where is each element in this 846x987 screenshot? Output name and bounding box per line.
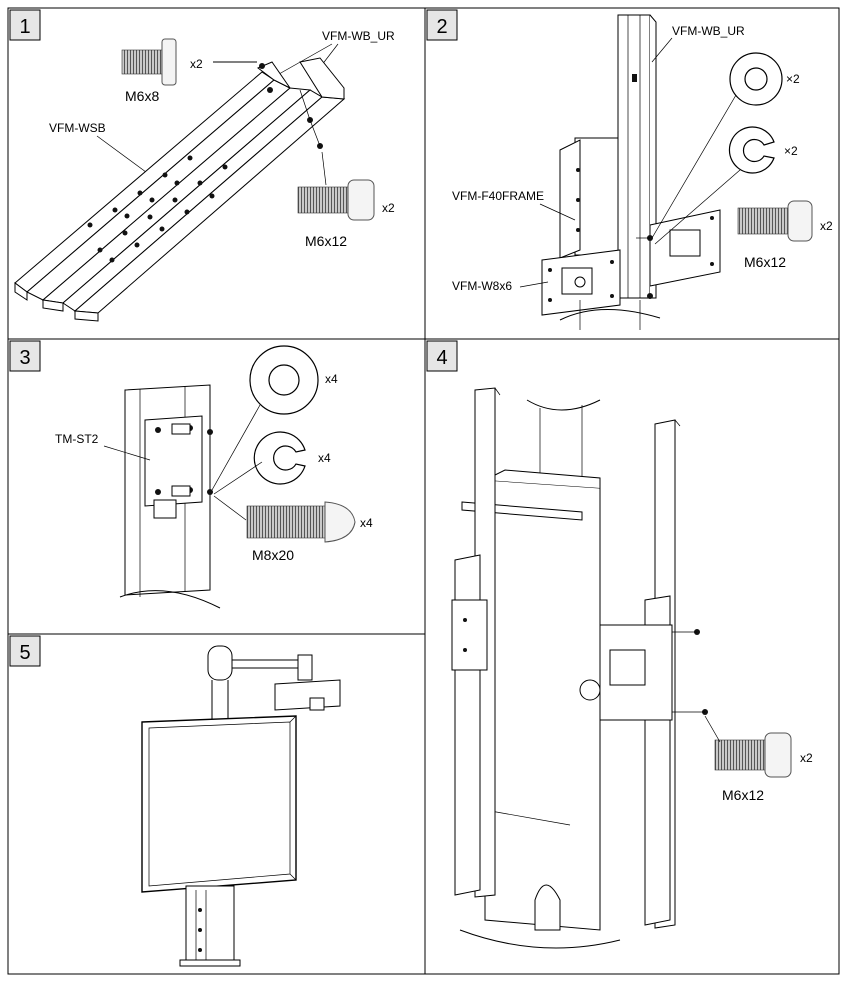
- step-3-badge: 3: [9, 340, 41, 372]
- screw-m6x8-label: M6x8: [125, 88, 159, 104]
- step-2-panel: 2: [426, 9, 833, 330]
- step-1-number: 1: [19, 16, 30, 38]
- step-2-number: 2: [436, 16, 447, 38]
- step-1-bar-label: VFM-WSB: [49, 121, 106, 135]
- step-4-screw-icon: [714, 732, 792, 778]
- step-2-washer-icon: [729, 52, 783, 106]
- screw-m6x12-label: M6x12: [305, 233, 347, 249]
- step-2-bracket-label: VFM-W8x6: [452, 279, 512, 293]
- step-3-lock-washer-icon: [253, 431, 306, 485]
- channel-rails: [14, 57, 346, 322]
- step-2-lock-washer-qty: ×2: [784, 144, 798, 158]
- whiteboard: [141, 715, 297, 893]
- central-column: [459, 399, 621, 949]
- left-rail: [451, 387, 501, 898]
- step-3-bolt-qty: x4: [360, 516, 373, 530]
- step-3-bolt-label: M8x20: [252, 547, 294, 563]
- step-1-badge: 1: [9, 9, 41, 41]
- step-2-screw-label: M6x12: [744, 254, 786, 270]
- step-2-screw-qty: x2: [820, 219, 833, 233]
- stand-base: [179, 885, 241, 967]
- screw-m6x12-qty: x2: [382, 201, 395, 215]
- step-5-badge: 5: [9, 635, 41, 667]
- step-3-washer-icon: [249, 345, 319, 415]
- step-3-washer-qty: x4: [325, 372, 338, 386]
- step-3-lock-washer-qty: x4: [318, 451, 331, 465]
- step-2-lock-washer-icon: [728, 126, 775, 174]
- step-4-screw-qty: x2: [800, 751, 813, 765]
- step-3-panel: 3 TM-ST2 x4: [9, 340, 373, 609]
- step-4-number: 4: [436, 347, 447, 369]
- screw-m6x12-icon: [297, 179, 375, 221]
- w8x6-bracket: [541, 249, 621, 316]
- step-4-screw-label: M6x12: [722, 787, 764, 803]
- step-1-rail-label: VFM-WB_UR: [322, 29, 395, 43]
- step-2-rail-label: VFM-WB_UR: [672, 24, 745, 38]
- step-4-panel: 4: [426, 340, 813, 949]
- step-3-number: 3: [19, 347, 30, 369]
- f40-frame: [559, 137, 619, 259]
- back-bracket: [649, 209, 721, 287]
- step-3-bolt-icon: [246, 501, 356, 543]
- step-1-panel: 1 x2 M6x8 VFM-WB_UR VFM-WSB: [9, 9, 395, 322]
- step-5-panel: 5: [9, 635, 341, 967]
- screw-m6x8-icon: [121, 38, 177, 86]
- step-4-badge: 4: [426, 340, 458, 372]
- step-2-washer-qty: ×2: [786, 72, 800, 86]
- step-2-badge: 2: [426, 9, 458, 41]
- st2-plate: [144, 415, 213, 519]
- step-2-screw-icon: [737, 200, 813, 242]
- projector-arm: [207, 645, 341, 711]
- panel-grid: [7, 7, 840, 975]
- step-3-plate-label: TM-ST2: [55, 432, 99, 446]
- screw-m6x8-qty: x2: [190, 57, 203, 71]
- right-rail: [599, 419, 708, 929]
- step-2-frame-label: VFM-F40FRAME: [452, 189, 544, 203]
- step-5-number: 5: [19, 642, 30, 664]
